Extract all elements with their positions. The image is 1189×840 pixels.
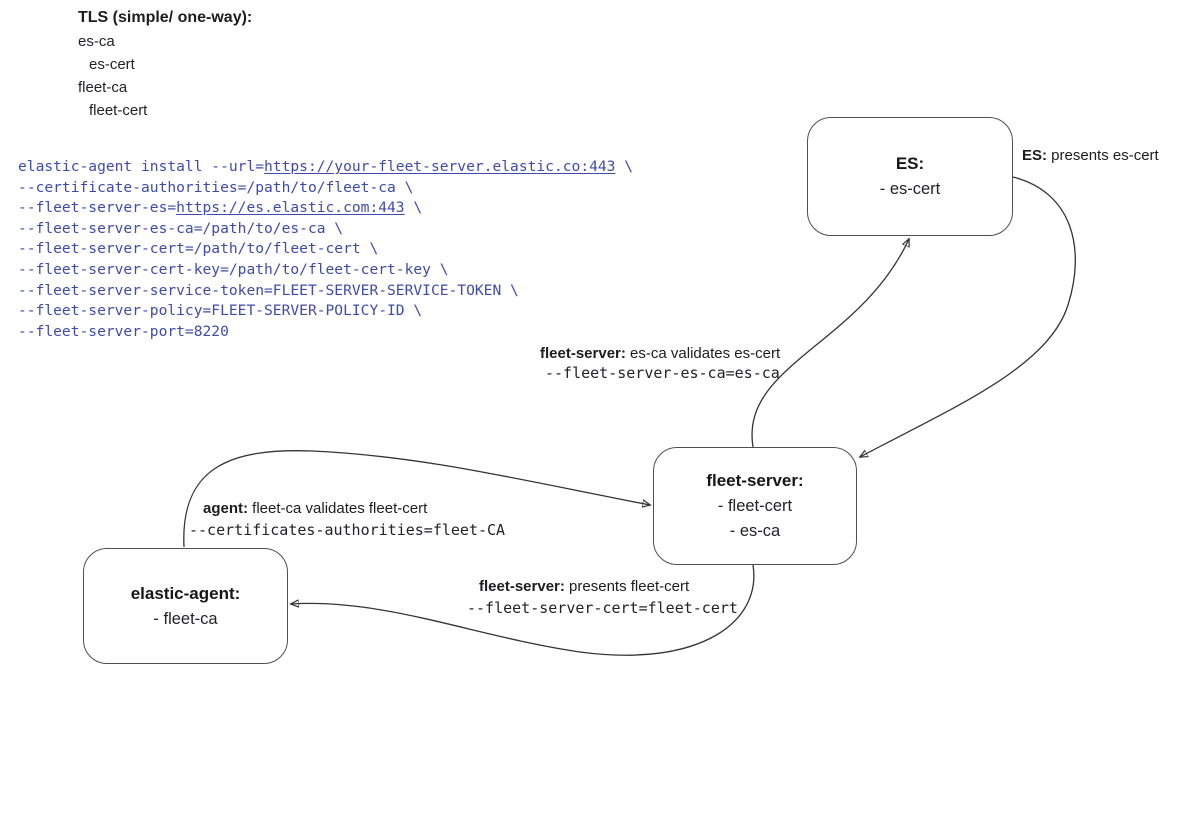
- node-fleet-server-title: fleet-server:: [706, 471, 804, 490]
- command-line: --fleet-server-cert-key=/path/to/fleet-c…: [18, 260, 449, 278]
- arrow-fleet-server-to-agent: [291, 564, 755, 656]
- annotation-fleet-server-validates: fleet-server: es-ca validates es-cert --…: [540, 344, 780, 383]
- node-elastic-agent-line: - fleet-ca: [153, 609, 218, 628]
- annotation-lead: fleet-server:: [479, 578, 565, 595]
- node-es-title: ES:: [895, 154, 925, 173]
- annotation-flag: --fleet-server-es-ca=es-ca: [545, 364, 780, 382]
- command-line: --fleet-server-policy=FLEET-SERVER-POLIC…: [18, 302, 423, 320]
- node-es: ES: - es-cert: [807, 117, 1013, 236]
- command-line: --fleet-server-port=8220: [18, 322, 229, 340]
- annotation-text: presents fleet-cert: [564, 578, 690, 595]
- node-elastic-agent-title: elastic-agent:: [130, 583, 241, 603]
- annotation-lead: fleet-server:: [540, 345, 626, 362]
- annotation-lead: ES:: [1022, 147, 1048, 164]
- command-line: --fleet-server-cert=/path/to/fleet-cert …: [18, 240, 379, 258]
- annotation-text: es-ca validates es-cert: [625, 345, 781, 362]
- node-es-line: - es-cert: [879, 180, 941, 198]
- node-elastic-agent: elastic-agent: - fleet-ca: [83, 548, 288, 664]
- command-line: --fleet-server-es=https://es.elastic.com…: [18, 199, 423, 217]
- annotation-agent-validates: agent: fleet-ca validates fleet-cert --c…: [189, 499, 505, 540]
- node-fleet-server: fleet-server: - fleet-cert - es-ca: [653, 447, 857, 565]
- tls-item-es-cert: es-cert: [89, 56, 135, 73]
- arrow-agent-to-fleet-server: [183, 450, 650, 548]
- annotation-lead: agent:: [203, 500, 248, 517]
- tls-item-es-ca: es-ca: [78, 33, 115, 50]
- node-fleet-server-line: - fleet-cert: [717, 497, 793, 515]
- tls-list-header: TLS (simple/ one-way):: [78, 9, 253, 26]
- command-line: elastic-agent install --url=https://your…: [18, 158, 634, 175]
- tls-list: TLS (simple/ one-way): es-ca es-cert fle…: [78, 6, 252, 122]
- arrow-fleet-server-to-es: [751, 239, 909, 448]
- annotation-fleet-server-presents: fleet-server: presents fleet-cert --flee…: [467, 577, 738, 618]
- tls-item-fleet-ca: fleet-ca: [78, 79, 128, 96]
- annotation-es-presents: ES: presents es-cert: [1022, 146, 1159, 165]
- command-line: --fleet-server-es-ca=/path/to/es-ca \: [18, 219, 344, 237]
- annotation-text: presents es-cert: [1047, 147, 1159, 164]
- tls-item-fleet-cert: fleet-cert: [89, 102, 148, 119]
- command-line: --fleet-server-service-token=FLEET-SERVE…: [18, 281, 519, 299]
- node-fleet-server-line: - es-ca: [729, 522, 781, 540]
- arrow-es-to-fleet-server: [860, 176, 1076, 457]
- install-command-block: elastic-agent install --url=https://your…: [18, 157, 633, 342]
- annotation-flag: --certificates-authorities=fleet-CA: [189, 521, 506, 539]
- annotation-flag: --fleet-server-cert=fleet-cert: [467, 599, 738, 617]
- annotation-text: fleet-ca validates fleet-cert: [248, 500, 428, 517]
- command-line: --certificate-authorities=/path/to/fleet…: [18, 178, 414, 196]
